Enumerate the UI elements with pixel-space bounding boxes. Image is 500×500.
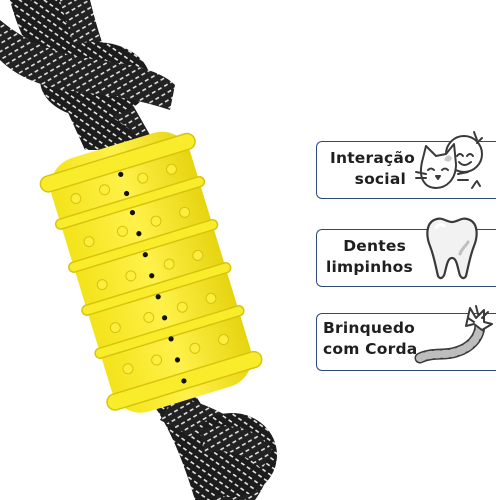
rope-bottom (150, 395, 277, 500)
tooth-icon (426, 217, 478, 280)
feature-line1: Interação (330, 149, 415, 167)
feature-label-social: Interação social (330, 148, 415, 190)
feature-label-teeth: Dentes limpinhos (326, 236, 413, 278)
feature-line2: com Corda (323, 340, 418, 358)
feature-line2: social (354, 170, 406, 188)
cat-and-ball-icon (415, 131, 483, 189)
feature-line2: limpinhos (326, 258, 413, 276)
yellow-chew-toy (39, 131, 263, 413)
rope-icon (414, 305, 493, 364)
feature-label-rope: Brinquedo com Corda (323, 318, 419, 360)
feature-line1: Dentes (343, 237, 406, 255)
feature-line1: Brinquedo (323, 319, 415, 337)
